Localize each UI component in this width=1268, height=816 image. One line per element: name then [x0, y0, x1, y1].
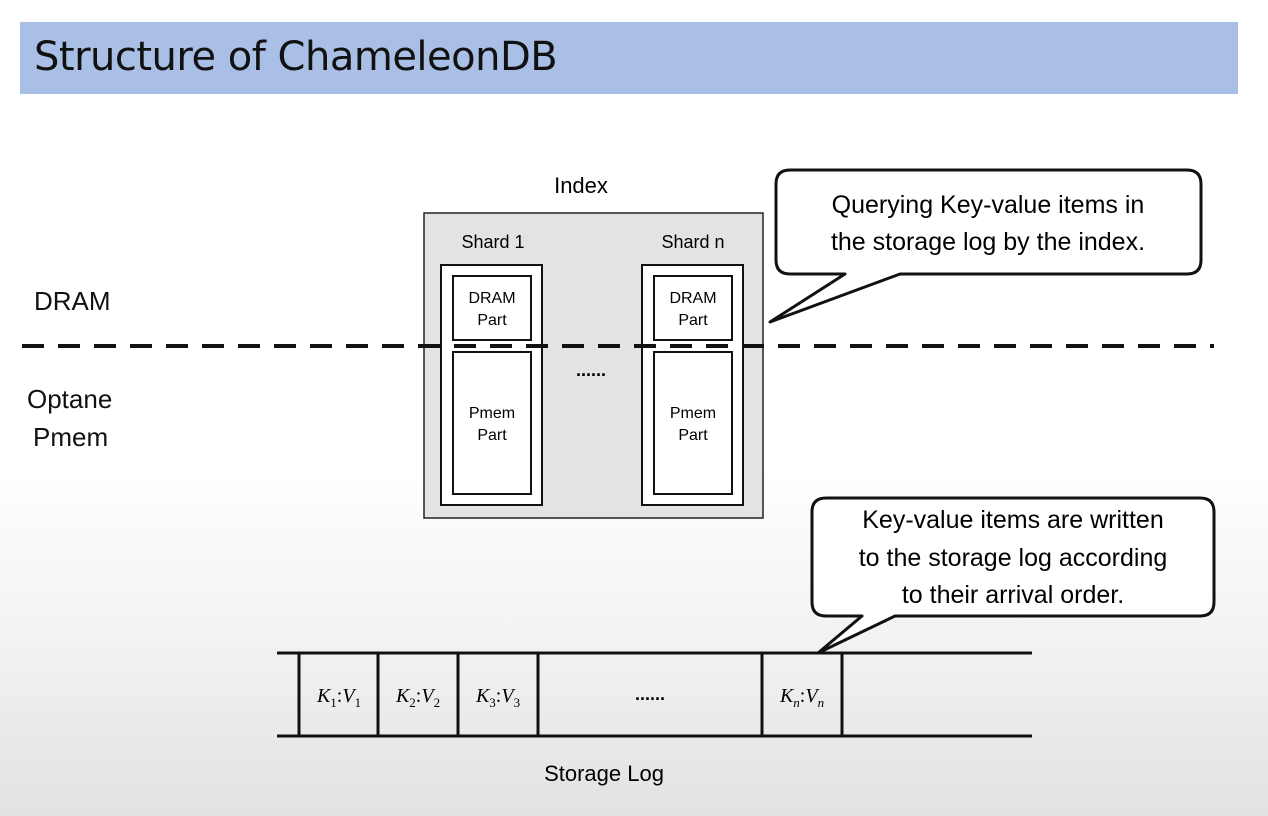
- svg-text:DRAM: DRAM: [468, 290, 515, 307]
- shard-n-pmem-part: [653, 351, 733, 495]
- dram-label: DRAM: [34, 286, 111, 316]
- shard-1-pmem-part: [452, 351, 532, 495]
- svg-text:the storage log by the index.: the storage log by the index.: [831, 228, 1145, 256]
- svg-text:Part: Part: [678, 427, 708, 444]
- optane-label-line1: Optane: [27, 384, 113, 414]
- storage-log: K1:V1 K2:V2 K3:V3 ...... Kn:Vn: [277, 651, 1032, 738]
- optane-label-line2: Pmem: [33, 422, 109, 452]
- svg-text:to their arrival order.: to their arrival order.: [902, 581, 1124, 609]
- svg-text:Pmem: Pmem: [670, 405, 716, 422]
- index-label: Index: [554, 173, 608, 198]
- svg-text:Key-value items are written: Key-value items are written: [862, 506, 1164, 534]
- write-callout: Key-value items are written to the stora…: [810, 496, 1216, 655]
- title-bar: Structure of ChameleonDB: [20, 22, 1238, 94]
- shard-ellipsis: ......: [576, 360, 606, 380]
- svg-text:Part: Part: [477, 427, 507, 444]
- log-cell-1: K1:V1: [316, 685, 361, 710]
- svg-text:DRAM: DRAM: [669, 290, 716, 307]
- shard-n-dram-part: [653, 275, 733, 341]
- shard-n-label: Shard n: [661, 232, 724, 252]
- log-cell-ellipsis: ......: [635, 684, 665, 704]
- log-cell-3: K3:V3: [475, 685, 520, 710]
- svg-text:to the storage log according: to the storage log according: [859, 544, 1168, 572]
- storage-log-label: Storage Log: [544, 761, 664, 786]
- log-cell-n: Kn:Vn: [779, 685, 824, 710]
- svg-text:Part: Part: [477, 312, 507, 329]
- shard-1-label: Shard 1: [461, 232, 524, 252]
- shard-1-dram-part: [452, 275, 532, 341]
- shard-n: DRAM Part Pmem Part: [641, 264, 744, 506]
- log-cell-2: K2:V2: [395, 685, 440, 710]
- svg-text:Part: Part: [678, 312, 708, 329]
- svg-text:Pmem: Pmem: [469, 405, 515, 422]
- shard-1: DRAM Part Pmem Part: [440, 264, 543, 506]
- svg-text:Querying Key-value items in: Querying Key-value items in: [832, 191, 1145, 219]
- query-callout: Querying Key-value items in the storage …: [768, 168, 1203, 324]
- slide-title: Structure of ChameleonDB: [34, 34, 558, 80]
